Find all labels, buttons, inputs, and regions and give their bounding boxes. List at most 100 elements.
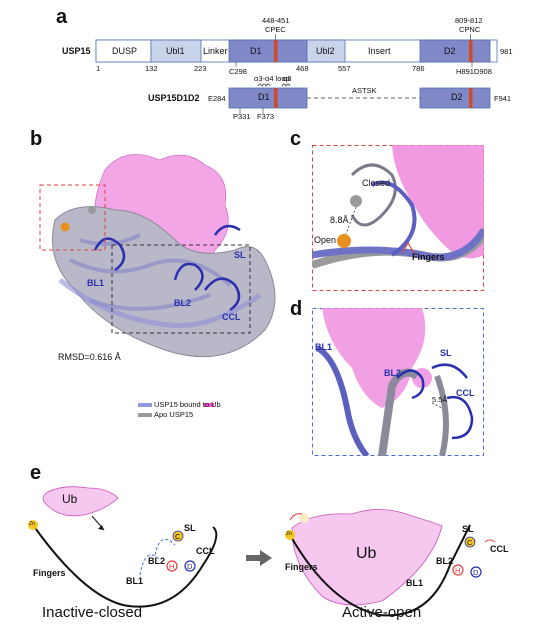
e-ccl-left: CCL [196,546,215,556]
h891d908-label: H891D908 [456,67,492,76]
e-bl1-right: BL1 [406,578,424,588]
d-bl2-label: BL2 [384,368,402,378]
construct-d2-label: D2 [451,92,463,102]
zoom-box-c [39,184,106,251]
d-distance-label: 5.5Å [432,395,448,404]
e-state-right: Active-open [342,604,422,621]
e-state-left: Inactive-closed [42,604,143,621]
position-468: 468 [296,64,309,73]
position-557: 557 [338,64,351,73]
c298-label: C298 [229,67,247,76]
legend-apo-label: Apo USP15 [154,410,194,419]
e-bl2-right: BL2 [436,556,454,566]
alpha8-label: α8 [283,74,292,83]
domain-architecture [95,34,498,114]
panel-d-letter: d [290,298,303,320]
e-bl1-left: BL1 [126,576,144,586]
motif-d2-name: CPNC [459,25,481,34]
motif-cpnc [469,40,473,62]
e-d-left: D [187,562,193,571]
c-closed-label: Closed [362,178,391,188]
e-fingers-right: Fingers [285,562,318,572]
left-free-ub [42,486,119,517]
ccl-loop [204,277,241,312]
motif-d1-name: CPEC [265,25,286,34]
construct-cpnc [469,88,473,108]
open-zn [337,234,351,248]
c-fingers-label: Fingers [412,252,445,262]
loops-zoom [312,308,484,456]
construct-label: USP15D1D2 [148,93,200,103]
panel-b-letter: b [30,128,43,150]
construct-cpec [274,88,278,108]
linker-label: Linker [203,46,228,56]
insert-label: Insert [368,46,391,56]
position-786: 786 [412,64,425,73]
e-h-left: H [169,562,175,571]
start-res-label: E284 [208,94,226,103]
e-d-right: D [473,568,479,577]
d1-label: D1 [250,46,262,56]
position-223: 223 [194,64,207,73]
e-sl-left: SL [184,523,196,533]
e-zn-left: Zn [29,521,35,527]
ubl1-label: Ubl1 [166,46,185,56]
b-bl2-label: BL2 [174,298,192,308]
left-fingers-backbone [32,524,218,608]
end-position: 981 [500,47,513,56]
sl-loop [213,224,241,236]
domain-d1 [228,39,308,63]
c-ubiquitin [392,145,484,259]
e-c-left: C [175,532,181,541]
f373-label: F373 [257,112,275,121]
right-fingers-backbone [289,524,471,617]
domain-ubl1 [150,39,202,63]
b-sl-label: SL [234,250,246,260]
e-bl2-left: BL2 [148,556,166,566]
p331-label: P331 [233,112,251,121]
d-ccl-label: CCL [456,388,475,398]
rmsd-label: RMSD=0.616 Å [58,352,121,362]
structure-overlay [39,154,276,417]
e-sl-right: SL [462,524,474,534]
b-bl1-label: BL1 [87,278,105,288]
dusp-label: DUSP [112,46,138,56]
apo-ribbon [52,206,276,358]
e-fingers-left: Fingers [33,568,66,578]
linker-seq-label: ASTSK [352,86,377,95]
panel-e-letter: e [30,462,42,484]
e-ub-right: Ub [356,545,377,562]
d2-label: D2 [444,46,456,56]
motif-d1-range: 448-451 [262,16,290,25]
d-bl1-label: BL1 [315,342,333,352]
motif-d2-range: 809-812 [455,16,483,25]
zoom-box-d [111,244,251,334]
motif-cpec [274,40,278,62]
d-sl-label: SL [440,348,452,358]
position-1: 1 [96,64,101,73]
c-distance-label: 8.8Å [330,215,349,225]
legend-ub-label: USP15 bound to Ub [154,400,221,409]
bl2-loop [173,262,204,291]
position-132: 132 [145,64,158,73]
e-zn-right: Zn [286,531,292,537]
loop-label: α3-α4 loop [254,74,290,83]
construct-d1-label: D1 [258,92,270,102]
e-c-right: C [467,538,473,547]
e-ccl-right: CCL [490,544,509,554]
panel-c-letter: c [290,128,302,150]
end-res-label: F941 [494,94,512,103]
panel-a-letter: a [56,6,68,28]
closed-zn [350,195,362,207]
domain-ubl2 [306,39,346,63]
mechanism-schematic [28,486,496,617]
d-ubiquitin [322,308,426,408]
b-ccl-label: CCL [222,312,241,322]
e-h-right: H [455,566,461,575]
ubl2-label: Ubl2 [316,46,335,56]
c-open-label: Open [314,235,337,245]
right-bound-ub [291,509,443,606]
e-ub-left: Ub [62,492,78,506]
fingers-zoom [312,145,484,291]
usp15-label: USP15 [62,46,91,56]
